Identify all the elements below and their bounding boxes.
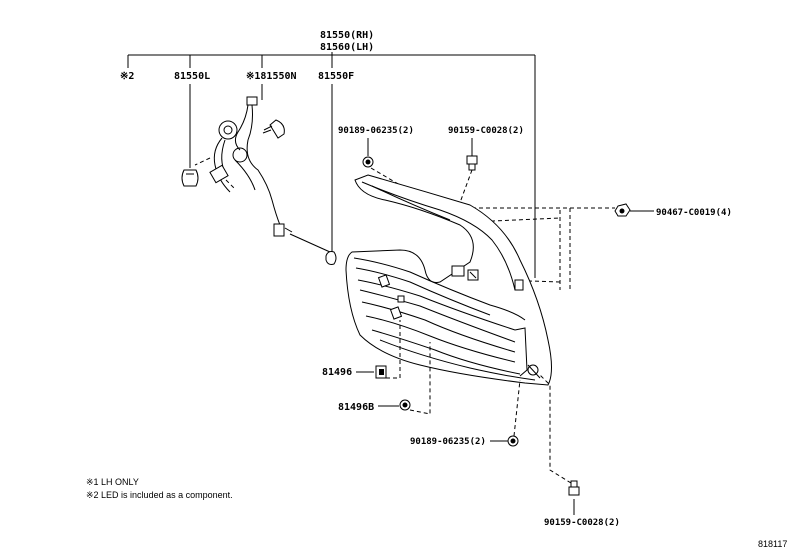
grommet-b-icon bbox=[399, 399, 411, 411]
socket-label: 81550L bbox=[174, 71, 210, 82]
nut-top-label: 90159-C0028(2) bbox=[448, 126, 524, 136]
screw-bottom-icon bbox=[507, 435, 519, 447]
screw-top-label: 90189-06235(2) bbox=[338, 126, 414, 136]
grommet-a-label: 81496 bbox=[322, 367, 352, 378]
nut-bottom-dash bbox=[539, 374, 572, 484]
assembly-lh-label: 81560(LH) bbox=[320, 42, 374, 53]
wire-harness-icon bbox=[194, 96, 331, 253]
top-bracket bbox=[127, 52, 536, 278]
tail-lamp-housing bbox=[345, 174, 552, 386]
nut-bottom-label: 90159-C0028(2) bbox=[544, 518, 620, 528]
mark-2-label: ※2 bbox=[120, 71, 134, 82]
grommet-a-icon bbox=[375, 365, 387, 379]
screw-bottom-label: 90189-06235(2) bbox=[410, 437, 486, 447]
diagram-id: 818117 bbox=[758, 539, 787, 549]
nut-top-icon bbox=[466, 155, 478, 171]
grommet-b-label: 81496B bbox=[338, 402, 374, 413]
wedge-bulb-icon bbox=[262, 119, 285, 139]
note-led: ※2 LED is included as a component. bbox=[86, 490, 233, 500]
clip-label: 90467-C0019(4) bbox=[656, 208, 732, 218]
harness-label: ※181550N bbox=[246, 71, 297, 82]
small-bulb-icon bbox=[325, 251, 337, 265]
assembly-rh-label: 81550(RH) bbox=[320, 30, 374, 41]
bulb-icon bbox=[181, 169, 199, 187]
bulb-label: 81550F bbox=[318, 71, 354, 82]
screw-bottom-dash bbox=[513, 379, 521, 437]
grommet-a-dash bbox=[386, 320, 401, 379]
nut-bottom-icon bbox=[568, 480, 580, 496]
clip-icon bbox=[614, 203, 631, 217]
note-lh-only: ※1 LH ONLY bbox=[86, 477, 139, 487]
screw-top-icon bbox=[362, 156, 374, 168]
